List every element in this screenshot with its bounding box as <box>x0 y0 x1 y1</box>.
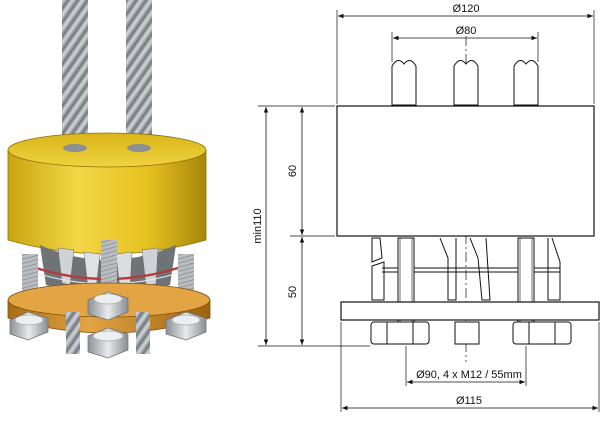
technical-drawing <box>258 10 600 412</box>
dimension-labels: Ø120 Ø80 60 min110 50 Ø90, 4 x M12 / 55m… <box>252 3 522 407</box>
yellow-anchor-ring <box>7 132 207 255</box>
label-h50: 50 <box>287 286 299 298</box>
drawing-base-plate <box>340 301 600 321</box>
hex-nut-front-right <box>165 311 207 341</box>
label-d90: Ø90, 4 x M12 / 55mm <box>416 369 522 381</box>
hex-nut-front-left <box>9 311 49 341</box>
label-d120: Ø120 <box>453 3 480 15</box>
cable-strand-left-top <box>62 0 88 148</box>
cable-strand-right-top <box>126 0 152 148</box>
cable-strand-bottom-left <box>66 312 80 354</box>
extension-lines <box>258 10 600 412</box>
drawing-wedge-zone <box>371 237 561 323</box>
label-h60: 60 <box>287 165 299 177</box>
threaded-rod-2 <box>178 254 194 298</box>
drawing-strands-top <box>391 60 539 106</box>
hex-nut-back-center <box>87 291 129 321</box>
label-d80: Ø80 <box>456 25 477 37</box>
drawing-anchor-ring <box>336 105 595 237</box>
label-min110: min110 <box>252 208 264 243</box>
threaded-rod-1 <box>22 254 38 298</box>
drawing-nuts <box>370 321 572 345</box>
cable-strand-bottom-right <box>136 312 150 354</box>
hex-nut-front-center <box>87 327 129 359</box>
threaded-rod-3 <box>101 240 117 294</box>
label-d115: Ø115 <box>456 395 482 407</box>
anchor-3d-render <box>7 0 211 359</box>
